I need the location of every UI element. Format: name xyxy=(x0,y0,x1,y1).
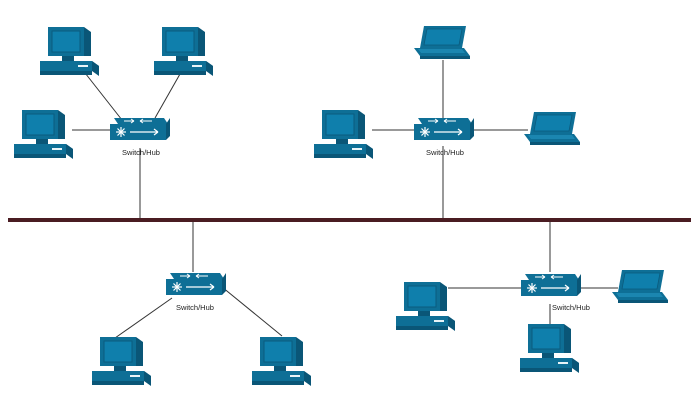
laptop-icon xyxy=(413,25,471,60)
hub-label: Switch/Hub xyxy=(176,303,214,312)
segment-bottom-right: Switch/Hub xyxy=(395,269,669,374)
hub-label: Switch/Hub xyxy=(122,148,160,157)
desktop-computer-icon xyxy=(395,281,456,332)
switch-hub-icon xyxy=(520,273,582,297)
desktop-computer-icon xyxy=(13,109,74,160)
desktop-computer-icon xyxy=(39,26,100,77)
link-bl-pc1 xyxy=(114,297,173,339)
switch-hub-icon xyxy=(109,117,171,141)
network-links xyxy=(72,60,618,339)
desktop-computer-icon xyxy=(251,336,312,387)
hub-label: Switch/Hub xyxy=(426,148,464,157)
switch-hub-icon xyxy=(413,117,475,141)
desktop-computer-icon xyxy=(313,109,374,160)
segment-top-right: Switch/Hub xyxy=(313,25,581,160)
link-tl-pc2 xyxy=(154,73,181,119)
switch-hub-icon xyxy=(165,272,227,296)
desktop-computer-icon xyxy=(519,323,580,374)
segment-top-left: Switch/Hub xyxy=(13,26,214,160)
segment-bottom-left: Switch/Hub xyxy=(91,272,312,387)
backbone-bus xyxy=(8,218,691,222)
desktop-computer-icon xyxy=(91,336,152,387)
laptop-icon xyxy=(523,111,581,146)
hub-label: Switch/Hub xyxy=(552,303,590,312)
laptop-icon xyxy=(611,269,669,304)
link-bl-pc2 xyxy=(221,286,283,337)
desktop-computer-icon xyxy=(153,26,214,77)
